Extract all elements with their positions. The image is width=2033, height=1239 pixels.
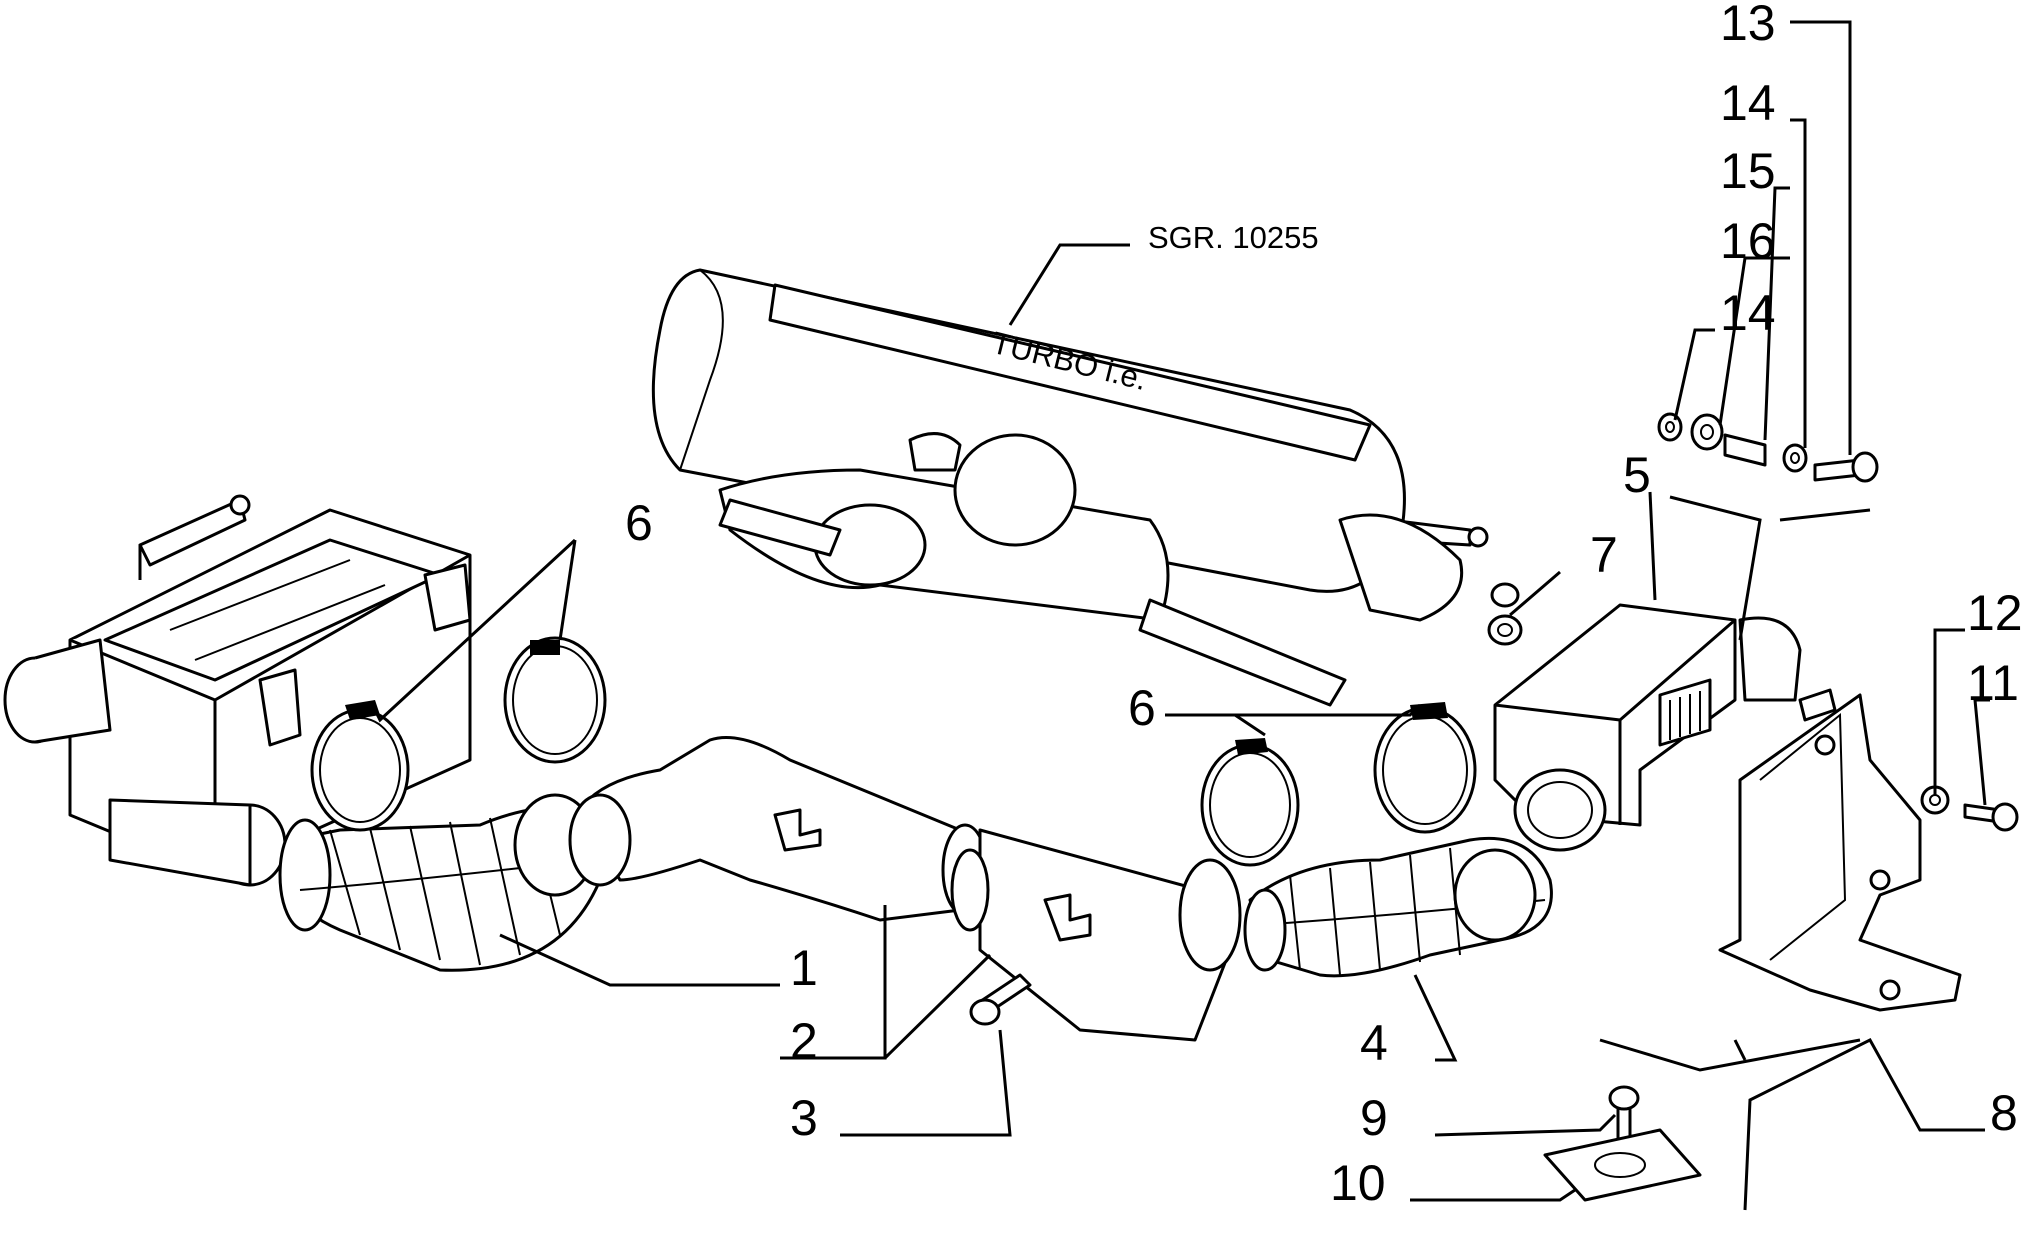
- intake-manifold: TURBO i.e.: [651, 268, 1489, 707]
- label-3: 3: [790, 1090, 818, 1146]
- label-15: 15: [1720, 143, 1776, 199]
- pipe-2: [568, 736, 1242, 1042]
- label-14b: 14: [1720, 285, 1776, 341]
- part-labels: 13 14 15 16 14 5 7 12 11 6 6 1 2 3 4 9 1…: [625, 0, 2023, 1211]
- intercooler: [3, 494, 472, 887]
- label-9: 9: [1360, 1090, 1388, 1146]
- leader-lines: [373, 20, 1990, 1211]
- label-11: 11: [1967, 655, 2019, 711]
- label-10: 10: [1330, 1155, 1386, 1211]
- label-6a: 6: [625, 495, 653, 551]
- hose-1: [278, 793, 602, 972]
- hardware: [969, 412, 2019, 1202]
- label-8: 8: [1990, 1085, 2018, 1141]
- label-5: 5: [1623, 447, 1651, 503]
- label-6b: 6: [1128, 680, 1156, 736]
- reference-leader: [1008, 243, 1130, 326]
- label-2: 2: [790, 1013, 818, 1069]
- reference-label: SGR. 10255: [1148, 220, 1319, 255]
- label-16: 16: [1720, 213, 1776, 269]
- label-13: 13: [1720, 0, 1776, 51]
- label-1: 1: [790, 940, 818, 996]
- label-4: 4: [1360, 1015, 1388, 1071]
- label-7: 7: [1590, 527, 1618, 583]
- hose-4: [1243, 836, 1553, 978]
- label-12: 12: [1967, 585, 2023, 641]
- air-flow-meter: [1490, 582, 1802, 852]
- hose-clamps: [310, 636, 1477, 867]
- bracket: [1718, 688, 1962, 1012]
- label-14a: 14: [1720, 75, 1776, 131]
